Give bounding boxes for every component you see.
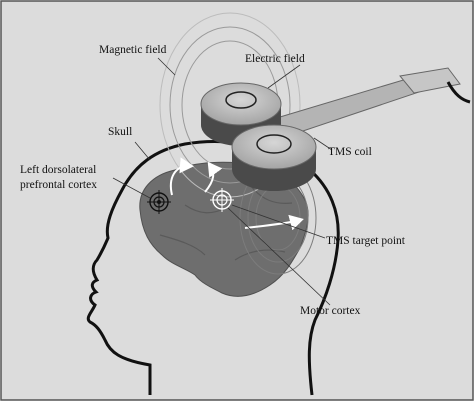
dlpfc-target-marker	[147, 190, 171, 214]
field-arrow-left	[170, 157, 194, 196]
label-electric-field: Electric field	[245, 53, 305, 65]
brain	[139, 161, 309, 297]
tms-coil-right-wing	[231, 124, 317, 191]
label-motor-cortex: Motor cortex	[300, 305, 361, 317]
label-skull: Skull	[108, 126, 133, 138]
tms-target-marker	[210, 188, 234, 212]
label-tms-coil: TMS coil	[328, 146, 372, 158]
leader-lines	[112, 57, 333, 306]
label-magnetic-field: Magnetic field	[99, 44, 167, 56]
head-outline	[86, 140, 340, 396]
label-dlpfc-line2: prefrontal cortex	[20, 179, 97, 191]
label-dlpfc-line1: Left dorsolateral	[20, 164, 97, 176]
field-arrow-bottom	[244, 214, 304, 231]
field-arrow-right	[204, 161, 223, 193]
label-tms-target-point: TMS target point	[326, 235, 406, 247]
